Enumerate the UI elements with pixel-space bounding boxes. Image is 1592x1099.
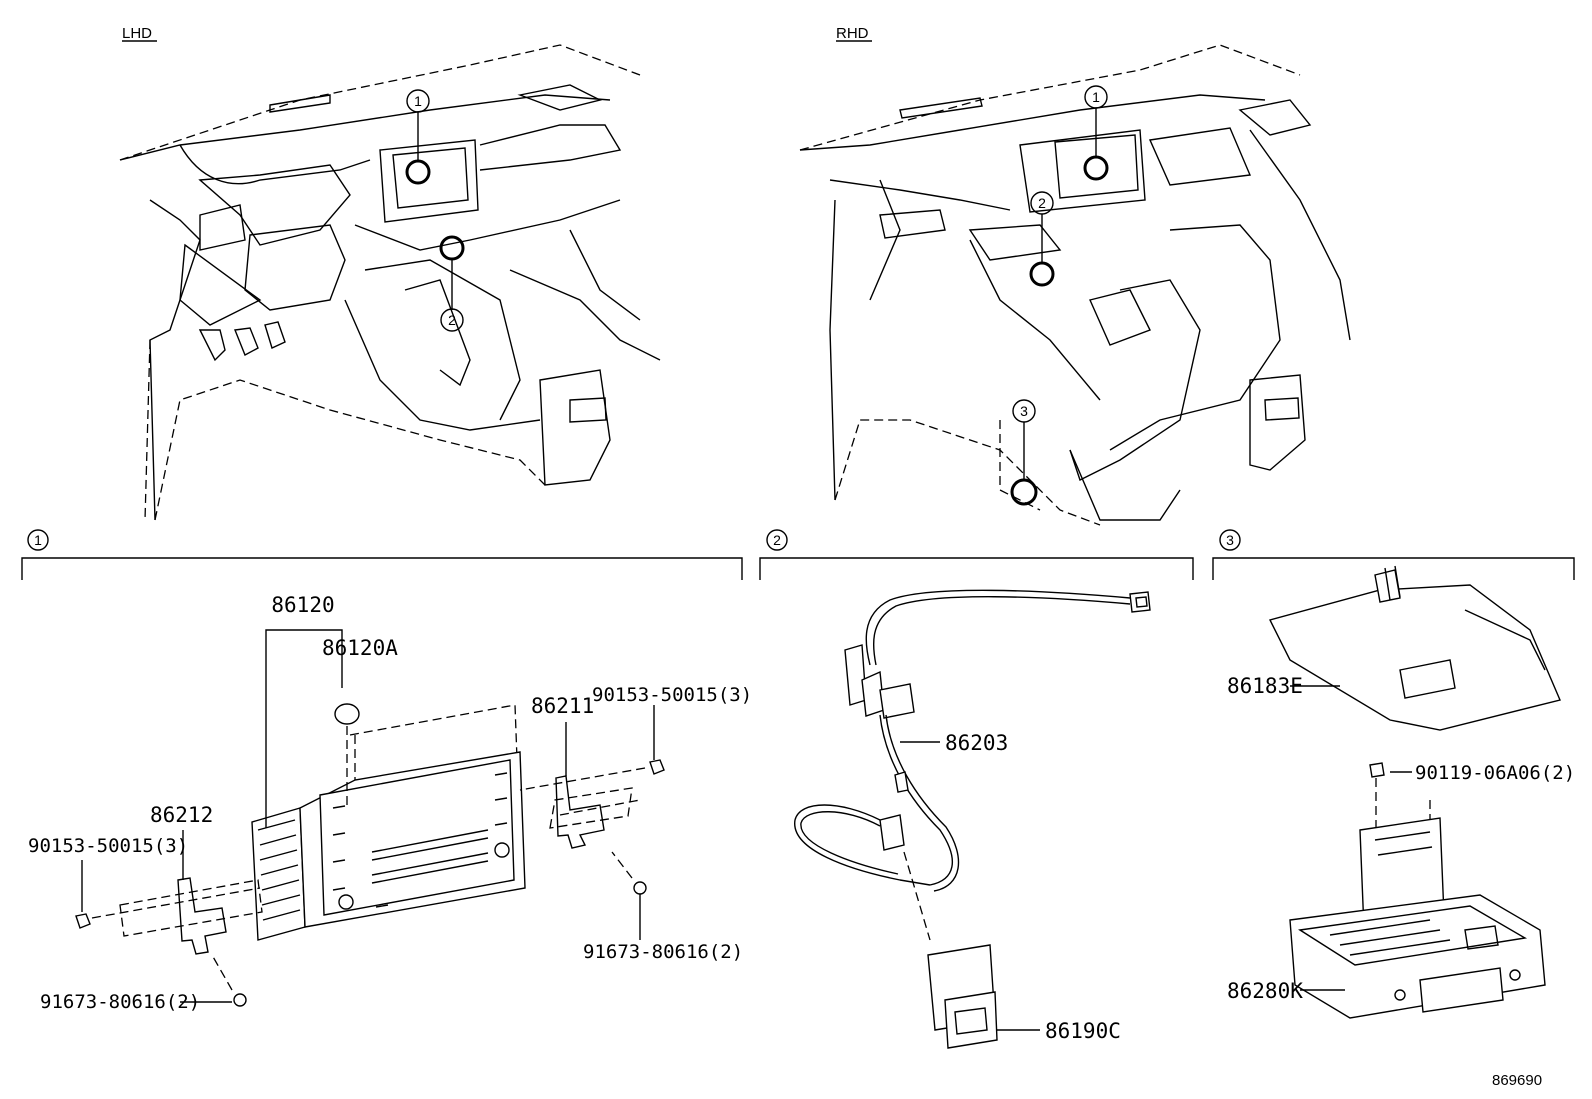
- label-86183E: 86183E: [1227, 674, 1303, 698]
- section-1-bracket: [21, 557, 743, 580]
- wire-harness-86203: [794, 589, 1151, 892]
- label-86280K: 86280K: [1227, 979, 1303, 1003]
- rhd-callout-3-number: 3: [1020, 403, 1028, 419]
- rhd-callout-2-circle: [1030, 191, 1054, 215]
- lhd-location-1-marker: [405, 159, 431, 185]
- bolt-right: [611, 851, 647, 895]
- diagram-reference-number: 869690: [1492, 1072, 1542, 1089]
- label-screw-left: 90153-50015(3): [28, 835, 188, 857]
- rhd-dashboard-illustration: [799, 44, 1351, 526]
- lhd-dashboard-illustration: [119, 44, 661, 521]
- screw-right-top: [519, 759, 665, 791]
- section-1-number: 1: [34, 532, 42, 548]
- radio-receiver-assembly: [251, 704, 526, 941]
- lhd-location-2-marker: [439, 235, 465, 261]
- amplifier-86280K: [1289, 800, 1546, 1019]
- label-86120: 86120: [271, 593, 334, 617]
- cover-86183E: [1268, 565, 1561, 731]
- label-86190C: 86190C: [1045, 1019, 1121, 1043]
- section-2-circle: [766, 529, 788, 551]
- section-2-bracket: [759, 557, 1194, 580]
- section-3-number: 3: [1226, 532, 1234, 548]
- screw-left: [75, 887, 261, 929]
- label-bolt-s3: 90119-06A06(2): [1415, 762, 1575, 784]
- leader-86120: [265, 629, 343, 828]
- section-3-circle: [1219, 529, 1241, 551]
- rhd-callout-3-circle: [1012, 399, 1036, 423]
- lhd-callout-1-circle: [406, 89, 430, 113]
- bracket-86212: [119, 877, 263, 955]
- lhd-callout-1-number: 1: [414, 93, 422, 109]
- bolt-s3: [1369, 762, 1385, 830]
- section-2-number: 2: [773, 532, 781, 548]
- section-1-circle: [27, 529, 49, 551]
- bolt-left: [211, 954, 247, 1007]
- label-86211: 86211: [531, 694, 594, 718]
- section-3-bracket: [1212, 557, 1575, 580]
- knob-86120A: [334, 703, 360, 805]
- label-bolt-left: 91673-80616(2): [40, 991, 200, 1013]
- lhd-callout-2-circle: [440, 308, 464, 332]
- rhd-location-1-marker: [1083, 155, 1109, 181]
- rhd-callout-2-number: 2: [1038, 195, 1046, 211]
- rhd-location-3-marker: [1010, 478, 1038, 506]
- label-screw-right-top: 90153-50015(3): [592, 684, 752, 706]
- rhd-location-2-marker: [1029, 261, 1055, 287]
- bracket-86211: [549, 775, 641, 849]
- label-86120A: 86120A: [322, 636, 398, 660]
- label-bolt-right: 91673-80616(2): [583, 941, 743, 963]
- lhd-header: LHD: [122, 25, 152, 42]
- label-86203: 86203: [945, 731, 1008, 755]
- adapter-86190C: [927, 944, 998, 1049]
- rhd-header: RHD: [836, 25, 869, 42]
- rhd-callout-1-number: 1: [1092, 89, 1100, 105]
- label-86212: 86212: [150, 803, 213, 827]
- rhd-callout-1-circle: [1084, 85, 1108, 109]
- lhd-callout-2-number: 2: [448, 312, 456, 328]
